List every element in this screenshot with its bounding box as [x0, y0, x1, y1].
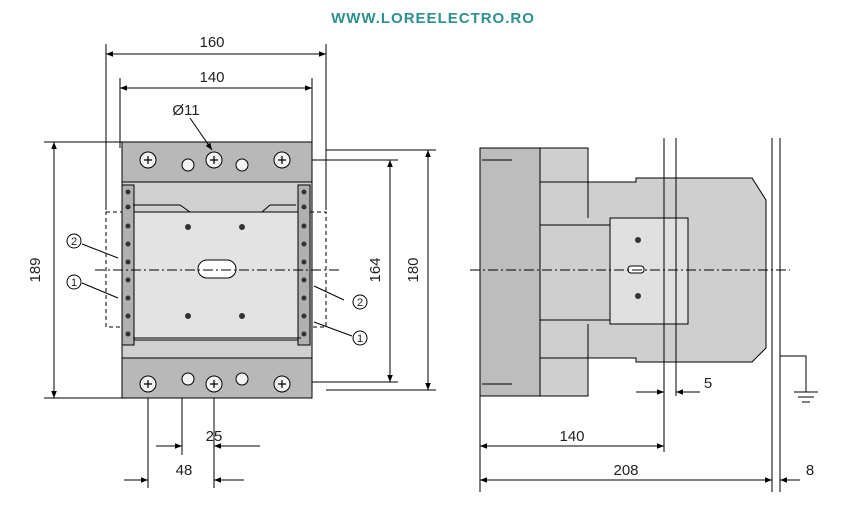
dim-height-mount: 180	[405, 257, 422, 282]
dim-ground-gap: 8	[806, 462, 814, 479]
side-screws	[635, 237, 641, 299]
ground-symbol	[780, 355, 818, 403]
aux-strip-right	[297, 184, 311, 346]
callout-1-left	[66, 274, 82, 290]
terminal-screw	[181, 158, 195, 172]
dim-rail-thickness: 5	[704, 375, 712, 392]
side-terminal-block	[479, 147, 541, 397]
callout-1-right	[352, 330, 368, 346]
aux-strip-left	[121, 184, 135, 346]
indicator-window	[197, 259, 237, 279]
callout-1-left-label: 1	[71, 277, 77, 289]
site-url: WWW.LOREELECTRO.RO	[331, 10, 535, 27]
dim-terminal-offset: 48	[176, 462, 193, 479]
side-mounting-plate	[609, 217, 689, 325]
callout-2-right	[352, 294, 368, 310]
dim-depth-mount: 140	[559, 428, 584, 445]
dim-hole-diameter: Ø11	[172, 102, 199, 119]
dim-depth-total: 208	[613, 462, 638, 479]
terminal-screw	[235, 158, 249, 172]
dim-width-inner: 140	[199, 69, 224, 86]
dim-width-outer: 160	[199, 34, 224, 51]
dim-height-total: 189	[27, 257, 44, 282]
aux-screws	[125, 189, 307, 337]
dim-height-inner: 164	[367, 257, 384, 282]
dim-terminal-spacing: 25	[206, 428, 223, 445]
callout-2-left-label: 2	[71, 236, 77, 248]
terminal-screw	[181, 372, 195, 386]
side-view	[479, 138, 767, 397]
callout-1-right-label: 1	[357, 333, 363, 345]
terminal-screw	[235, 372, 249, 386]
callout-2-right-label: 2	[357, 297, 363, 309]
callout-2-left	[66, 233, 82, 249]
